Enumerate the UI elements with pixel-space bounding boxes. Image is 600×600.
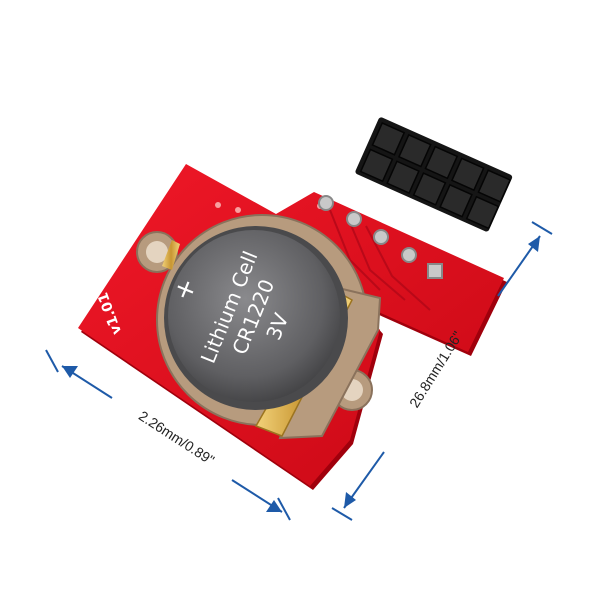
height-dimension-label: 26.8mm/1.06" (406, 328, 466, 410)
solder-pads (318, 195, 443, 279)
width-dimension (45, 349, 291, 521)
coin-cell-battery: + Lithium Cell CR1220 3V (164, 226, 348, 410)
height-dimension (331, 221, 553, 521)
pin-header (355, 117, 513, 232)
